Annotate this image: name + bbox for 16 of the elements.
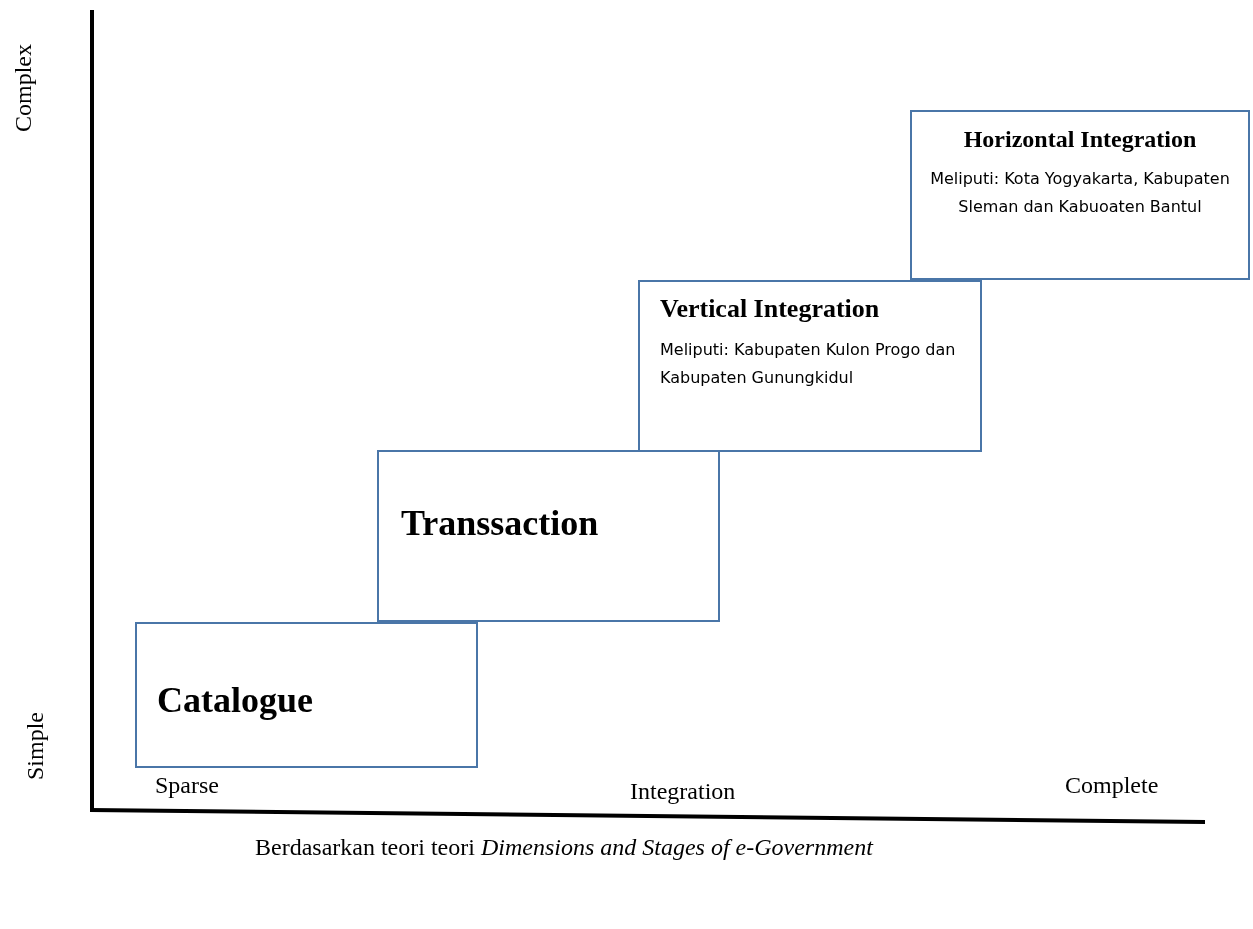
stage-title: Catalogue [157,679,314,721]
axis-label: Simple [22,712,49,780]
axis-label: Complex [10,44,37,132]
axis-tick-label: Integration [630,778,736,805]
stage-description: Meliputi: Kota Yogyakarta, Kabupaten Sleman dan Kabuoaten Bantul [929,168,1231,218]
stage-box [638,280,982,452]
stage-box [377,450,720,622]
stage-title: Transsaction [401,502,600,544]
stage-title: Horizontal Integration [962,126,1198,153]
stage-title: Vertical Integration [660,294,881,324]
stage-description: Meliputi: Kabupaten Kulon Progo dan Kabupaten Gunungkidul [660,339,957,389]
stage-box [135,622,478,768]
caption: Berdasarkan teori teori Dimensions and Stages of e-Government [255,834,873,861]
axis-tick-label: Sparse [155,772,219,799]
axis-tick-label: Complete [1065,772,1159,799]
stage-box [910,110,1250,280]
